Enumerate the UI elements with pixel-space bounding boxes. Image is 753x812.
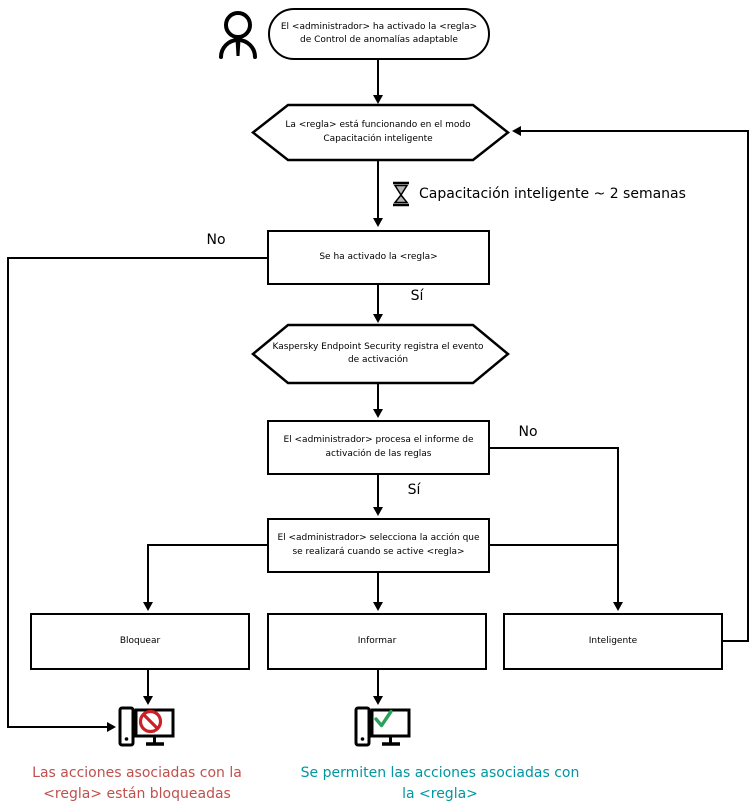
edge-select-to-inform (373, 573, 383, 611)
edge-label-report-no: No (518, 424, 538, 440)
tower-power-dot (124, 737, 129, 741)
node-action-block: Bloquear (30, 613, 250, 670)
edge-block-to-outcome (143, 670, 153, 705)
node-logs-label: Kaspersky Endpoint Security registra el … (272, 341, 484, 365)
node-mode-hexagon (250, 103, 511, 162)
edge-report-no (490, 447, 623, 611)
node-start: El <administrador> ha activado la <regla… (268, 8, 490, 60)
edge-triggered-no-loop (7, 257, 267, 732)
blocked-computer-icon (118, 706, 175, 747)
edge-label-rule-yes: Sí (410, 288, 424, 304)
training-period-label: Capacitación inteligente ~ 2 semanas (419, 186, 686, 202)
person-icon (219, 11, 257, 59)
node-logs-hexagon (251, 323, 510, 385)
node-admin-report: El <administrador> procesa el informe de… (267, 420, 490, 475)
node-action-inform: Informar (267, 613, 487, 670)
edge-mode-to-triggered (373, 160, 383, 227)
edge-smart-loop-to-mode (512, 126, 749, 642)
edge-start-to-mode (373, 60, 383, 104)
edge-label-rule-no: No (206, 232, 226, 248)
edge-select-to-block (143, 544, 267, 611)
prohibition-icon (138, 709, 163, 734)
edge-report-yes (373, 475, 383, 516)
node-rule-triggered: Se ha activado la <regla> (267, 230, 490, 285)
checkmark-icon (374, 709, 393, 728)
allowed-computer-icon (354, 706, 411, 747)
edge-inform-to-outcome (373, 670, 383, 705)
hourglass-icon (393, 181, 409, 207)
blocked-outcome-caption: Las acciones asociadas con la <regla> es… (32, 765, 242, 802)
node-action-smart: Inteligente (503, 613, 723, 670)
edge-logs-to-report (373, 383, 383, 418)
node-mode-label: La <regla> está funcionando en el modo C… (285, 120, 471, 144)
tower-power-dot (360, 737, 365, 741)
edge-triggered-yes (373, 285, 383, 323)
node-admin-select: El <administrador> selecciona la acción … (267, 518, 490, 573)
allowed-outcome-caption: Se permiten las acciones asociadas con l… (300, 765, 580, 802)
edge-label-report-yes: Sí (407, 482, 421, 498)
